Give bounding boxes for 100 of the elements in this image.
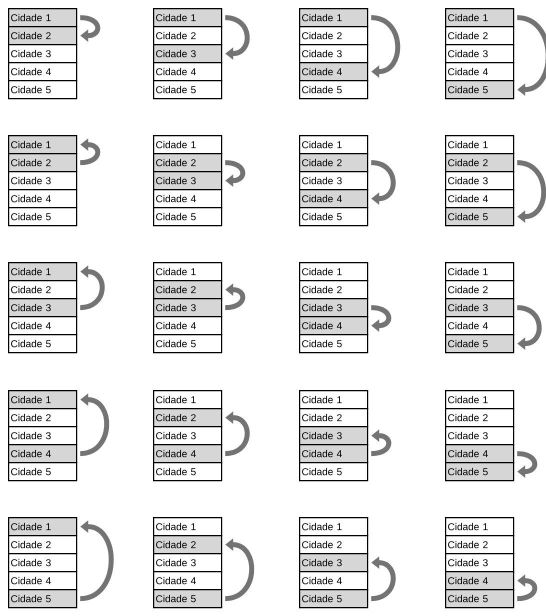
city-cell: Cidade 2	[299, 26, 368, 46]
city-cell: Cidade 1	[299, 8, 368, 28]
curved-arrow	[225, 160, 246, 187]
city-cell: Cidade 5	[153, 462, 222, 482]
city-cell: Cidade 2	[8, 408, 78, 428]
city-cell: Cidade 2	[8, 280, 78, 300]
city-cell: Cidade 4	[445, 189, 514, 208]
city-cell: Cidade 4	[445, 571, 514, 590]
city-cell: Cidade 4	[299, 571, 368, 590]
city-cell: Cidade 4	[153, 444, 222, 464]
city-cell: Cidade 1	[445, 262, 514, 282]
city-cell: Cidade 1	[299, 262, 368, 282]
city-cell: Cidade 5	[299, 80, 368, 100]
city-cell: Cidade 5	[153, 334, 222, 354]
city-cell: Cidade 4	[153, 571, 222, 590]
city-cell: Cidade 4	[8, 189, 78, 208]
city-cell: Cidade 4	[445, 316, 514, 336]
city-cell: Cidade 1	[445, 390, 514, 410]
city-cell: Cidade 3	[8, 171, 78, 190]
city-cell: Cidade 3	[153, 44, 222, 64]
city-cell: Cidade 5	[299, 462, 368, 482]
city-cell: Cidade 5	[8, 80, 78, 100]
city-cell: Cidade 1	[445, 8, 514, 28]
city-cell: Cidade 2	[445, 26, 514, 46]
city-cell: Cidade 5	[445, 207, 514, 226]
city-cell: Cidade 2	[299, 408, 368, 428]
city-cell: Cidade 1	[445, 135, 514, 154]
city-cell: Cidade 1	[445, 517, 514, 536]
city-cell: Cidade 1	[153, 262, 222, 282]
city-cell: Cidade 3	[445, 553, 514, 572]
city-cell: Cidade 3	[299, 298, 368, 318]
city-cell: Cidade 2	[153, 26, 222, 46]
city-cell: Cidade 3	[445, 44, 514, 64]
city-cell: Cidade 2	[445, 535, 514, 554]
city-cell: Cidade 4	[153, 189, 222, 208]
city-cell: Cidade 5	[299, 334, 368, 354]
city-cell: Cidade 3	[8, 426, 78, 446]
city-cell: Cidade 2	[445, 280, 514, 300]
city-cell: Cidade 4	[299, 316, 368, 336]
curved-arrow	[371, 305, 392, 332]
city-cell: Cidade 1	[153, 135, 222, 154]
city-cell: Cidade 2	[153, 280, 222, 300]
city-cell: Cidade 3	[445, 298, 514, 318]
city-cell: Cidade 3	[299, 553, 368, 572]
city-cell: Cidade 3	[299, 44, 368, 64]
city-cell: Cidade 5	[299, 207, 368, 226]
city-cell: Cidade 3	[153, 171, 222, 190]
city-cell: Cidade 1	[8, 262, 78, 282]
city-cell: Cidade 1	[153, 8, 222, 28]
city-cell: Cidade 1	[153, 517, 222, 536]
city-cell: Cidade 4	[153, 62, 222, 82]
curved-arrow	[517, 451, 538, 478]
city-cell: Cidade 5	[445, 334, 514, 354]
city-cell: Cidade 4	[8, 444, 78, 464]
city-cell: Cidade 2	[8, 535, 78, 554]
city-cell: Cidade 3	[8, 44, 78, 64]
city-cell: Cidade 3	[299, 426, 368, 446]
city-cell: Cidade 1	[299, 135, 368, 154]
city-cell: Cidade 2	[8, 26, 78, 46]
city-cell: Cidade 1	[8, 390, 78, 410]
city-cell: Cidade 3	[153, 298, 222, 318]
city-cell: Cidade 1	[153, 390, 222, 410]
city-cell: Cidade 5	[8, 207, 78, 226]
city-cell: Cidade 5	[445, 589, 514, 608]
curved-arrow	[80, 15, 100, 42]
city-cell: Cidade 1	[299, 390, 368, 410]
city-cell: Cidade 4	[8, 316, 78, 336]
city-cell: Cidade 5	[445, 462, 514, 482]
city-cell: Cidade 4	[445, 444, 514, 464]
curved-arrow	[516, 15, 546, 96]
city-cell: Cidade 3	[445, 171, 514, 190]
city-cell: Cidade 3	[153, 553, 222, 572]
city-cell: Cidade 2	[153, 535, 222, 554]
city-cell: Cidade 4	[299, 189, 368, 208]
city-cell: Cidade 5	[445, 80, 514, 100]
city-cell: Cidade 2	[153, 408, 222, 428]
city-cell: Cidade 4	[299, 62, 368, 82]
city-cell: Cidade 2	[299, 535, 368, 554]
city-cell: Cidade 1	[8, 135, 78, 154]
city-cell: Cidade 2	[445, 408, 514, 428]
city-cell: Cidade 4	[8, 62, 78, 82]
city-cell: Cidade 2	[8, 153, 78, 172]
city-cell: Cidade 4	[153, 316, 222, 336]
city-cell: Cidade 2	[153, 153, 222, 172]
city-cell: Cidade 2	[299, 153, 368, 172]
city-cell: Cidade 5	[153, 80, 222, 100]
curved-arrow	[516, 160, 546, 223]
city-cell: Cidade 5	[8, 334, 78, 354]
city-cell: Cidade 3	[299, 171, 368, 190]
curved-arrow	[370, 15, 400, 78]
city-cell: Cidade 5	[153, 589, 222, 608]
city-cell: Cidade 5	[153, 207, 222, 226]
city-cell: Cidade 1	[8, 8, 78, 28]
city-cell: Cidade 3	[445, 426, 514, 446]
city-cell: Cidade 3	[8, 553, 78, 572]
city-cell: Cidade 2	[445, 153, 514, 172]
city-cell: Cidade 4	[8, 571, 78, 590]
city-cell: Cidade 1	[299, 517, 368, 536]
city-cell: Cidade 2	[299, 280, 368, 300]
city-cell: Cidade 3	[153, 426, 222, 446]
